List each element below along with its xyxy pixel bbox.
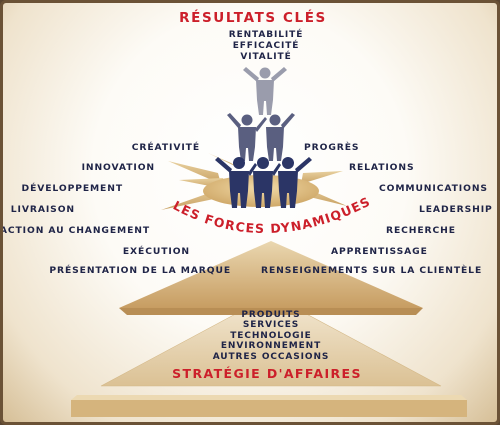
- key-results-list: RENTABILITÉ EFFICACITÉ VITALITÉ: [229, 30, 304, 63]
- forces-pyramid: [119, 241, 423, 315]
- right-label: PROGRÈS: [304, 142, 360, 153]
- human-pyramid: [215, 67, 312, 208]
- strategy-item: AUTRES OCCASIONS: [212, 351, 330, 362]
- bottom-figures: [215, 157, 312, 208]
- left-label: PRÉSENTATION DE LA MARQUE: [49, 265, 231, 276]
- result-item: RENTABILITÉ: [228, 30, 304, 40]
- right-label: RENSEIGNEMENTS SUR LA CLIENTÈLE: [261, 265, 483, 276]
- base-slab: [71, 395, 467, 417]
- left-label: CRÉATIVITÉ: [131, 142, 200, 153]
- strategy-item: PRODUITS: [241, 310, 301, 320]
- result-item: EFFICACITÉ: [232, 41, 300, 51]
- strategy-item: ENVIRONNEMENT: [220, 341, 322, 352]
- strategy-item: TECHNOLOGIE: [230, 330, 312, 341]
- strategy-item: SERVICES: [242, 320, 300, 331]
- right-label: COMMUNICATIONS: [379, 183, 488, 194]
- right-label: LEADERSHIP: [419, 204, 493, 215]
- right-label: RELATIONS: [349, 162, 415, 173]
- strategy-items: PRODUITS SERVICES TECHNOLOGIE ENVIRONNEM…: [213, 310, 330, 362]
- strategy-title: STRATÉGIE D'AFFAIRES: [172, 366, 362, 381]
- right-label: APPRENTISSAGE: [331, 246, 428, 257]
- result-item: VITALITÉ: [240, 52, 292, 62]
- top-figure: [243, 67, 287, 115]
- left-label: LIVRAISON: [10, 204, 75, 215]
- left-label: DÉVELOPPEMENT: [21, 183, 123, 194]
- strategy-triangle: [100, 294, 442, 387]
- right-label: RECHERCHE: [386, 225, 456, 236]
- key-results-title: RÉSULTATS CLÉS: [179, 10, 327, 26]
- left-label: INNOVATION: [81, 162, 155, 173]
- left-label: EXÉCUTION: [122, 246, 190, 257]
- middle-figures: [227, 113, 295, 161]
- left-label: RÉACTION AU CHANGEMENT: [0, 225, 150, 236]
- forces-diagram: LES FORCES DYNAMIQUES: [71, 67, 467, 417]
